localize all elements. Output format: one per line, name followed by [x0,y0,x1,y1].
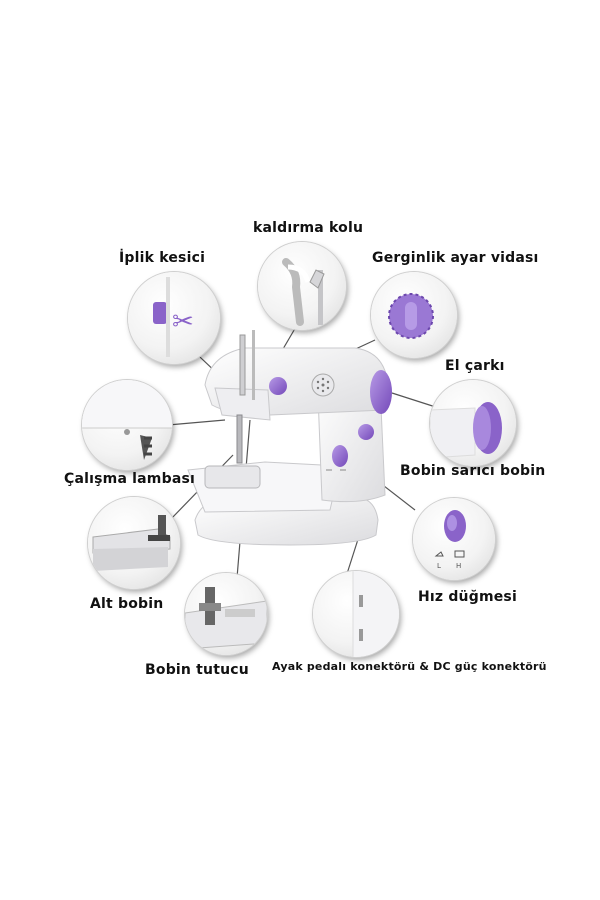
hand-wheel-icon [430,402,502,459]
machine-head [214,387,271,421]
svg-text:✂: ✂ [172,307,194,337]
bobbin-winder [358,424,374,440]
circle-konektor [313,571,399,657]
speed-button-icon: L H [434,510,466,570]
throat-plate [204,465,261,489]
speed-high-mark: H [456,562,461,570]
circle-calisma-lambasi [82,380,172,470]
needle-bar [236,414,243,464]
lift-lever-icon [282,258,325,326]
label-konektor: Ayak pedalı konektörü & DC güç konektörü [272,660,547,673]
circle-kaldirma-kolu [258,242,346,330]
label-el-carki: El çarkı [445,358,505,374]
label-bobin-sarici: Bobin sarıcı bobin [400,463,546,479]
circle-bobin-tutucu [185,573,267,655]
tension-knob [269,377,287,395]
circle-gerginlik [371,272,457,358]
label-alt-bobin: Alt bobin [90,596,164,612]
thread-guide [252,330,255,400]
lower-bobbin-icon [92,515,171,571]
label-calisma-lambasi: Çalışma lambası [64,471,195,487]
label-kaldirma-kolu: kaldırma kolu [253,220,364,236]
work-lamp-icon [82,380,172,460]
connector-icon [352,571,399,657]
bobbin-holder-icon [185,587,267,650]
speed-switch [332,445,348,467]
label-hiz-dugmesi: Hız düğmesi [418,589,517,605]
circle-iplik-kesici: ✂ [128,272,220,364]
line-calisma [167,419,226,426]
hand-wheel [370,370,392,414]
label-bobin-tutucu: Bobin tutucu [145,662,249,678]
circle-el-carki [430,380,516,466]
label-gerginlik: Gerginlik ayar vidası [372,250,539,266]
thread-cutter-icon: ✂ [153,277,194,357]
machine-pillar [317,384,386,503]
speed-low-mark: L [437,562,441,570]
spool-pin [239,334,246,396]
tension-screw-icon [388,293,434,339]
label-iplik-kesici: İplik kesici [119,250,206,266]
circle-alt-bobin [88,497,180,589]
circle-hiz-dugmesi: L H [413,498,495,580]
